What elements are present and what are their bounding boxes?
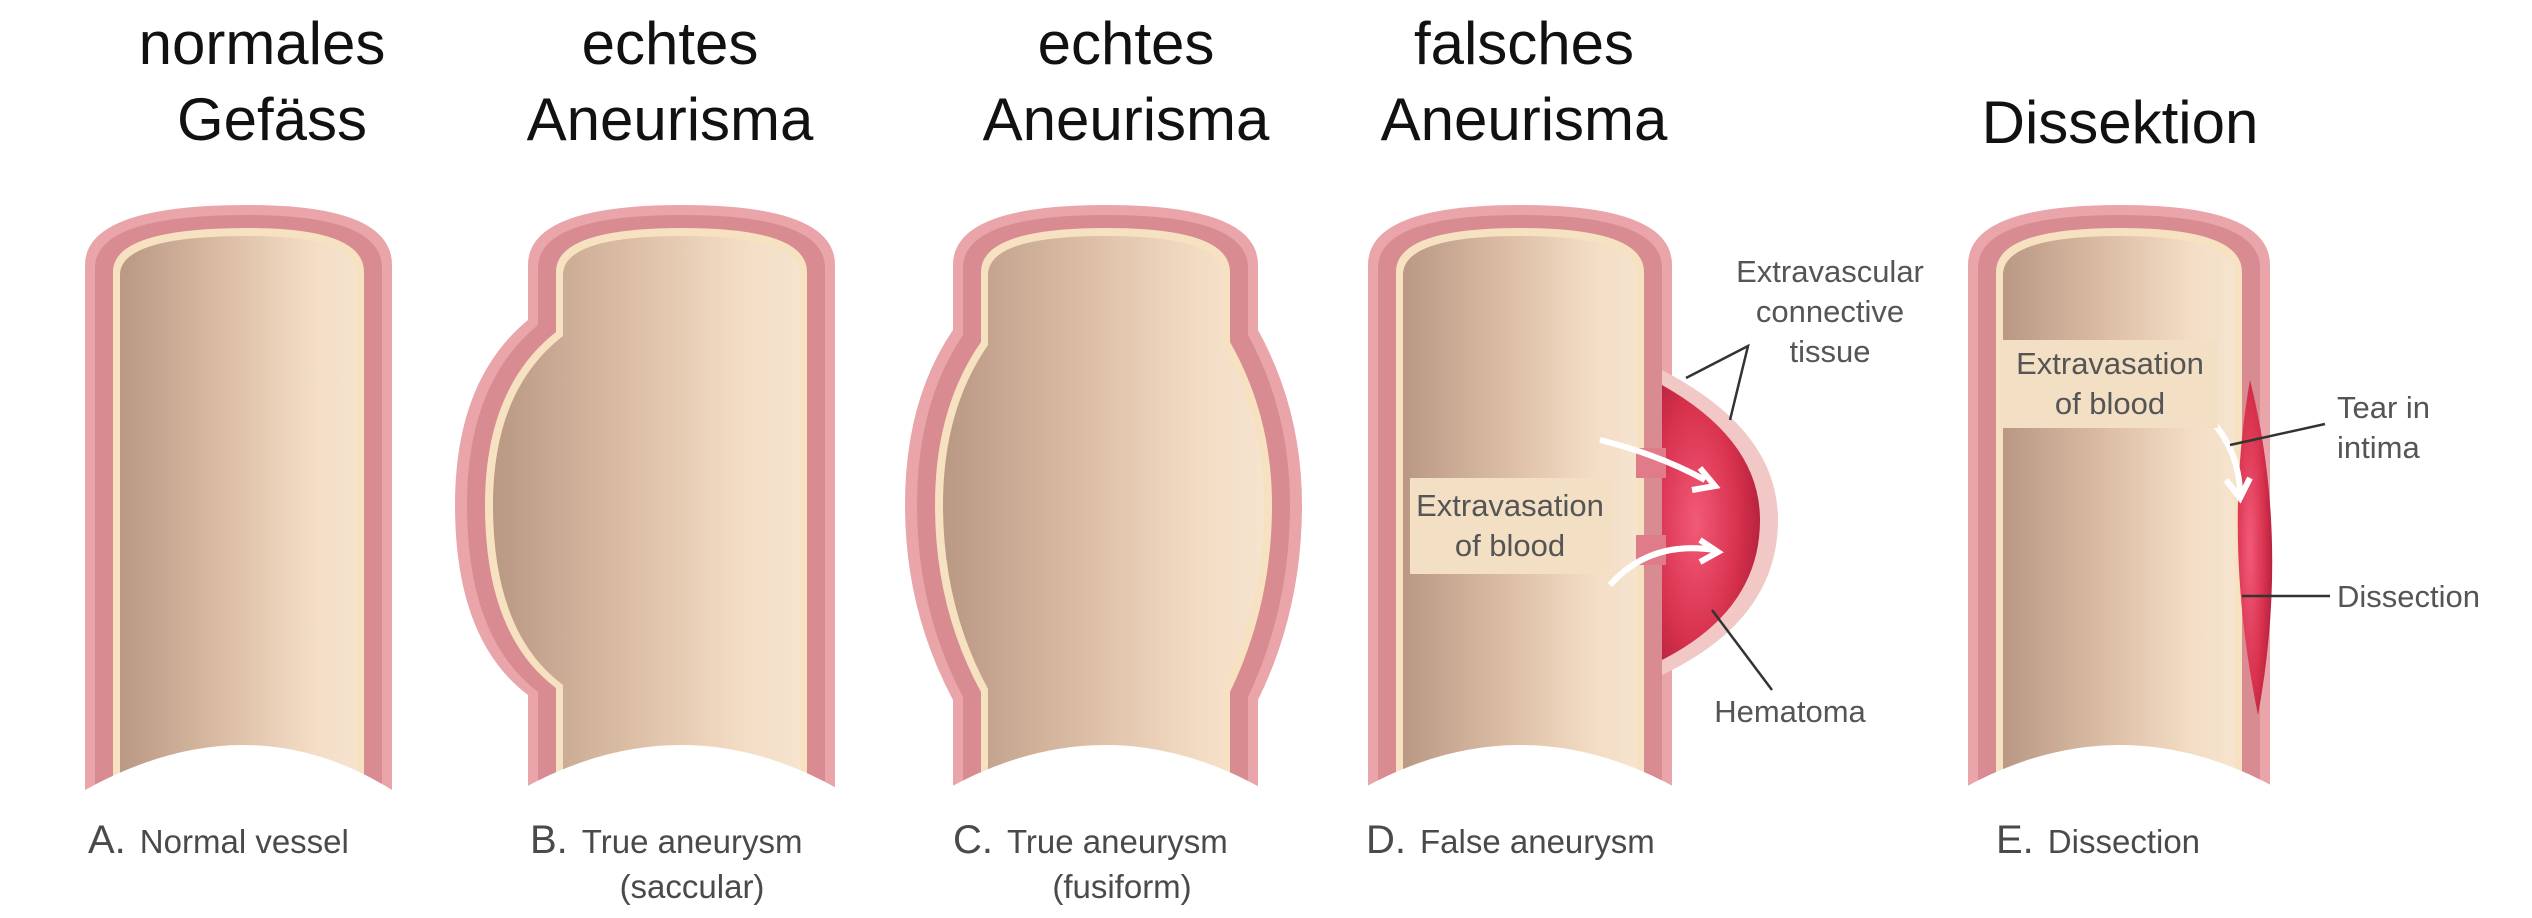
title-a-line1: normales <box>139 10 386 77</box>
vessel-e-bottom-cut <box>1960 745 2280 800</box>
label-d-connective-line3: tissue <box>1790 334 1871 369</box>
caption-a-text: Normal vessel <box>140 823 349 860</box>
vessel-d-blood-arrow-1 <box>1599 437 1707 483</box>
vessel-d-blood-arrow-1-head <box>1691 466 1721 493</box>
label-e-tear-line1: Tear in <box>2337 390 2430 425</box>
vessel-e-dissection <box>1960 205 2330 800</box>
label-d-connective-line1: Extravascular <box>1736 254 1924 289</box>
vessel-c-lumen <box>943 236 1264 790</box>
title-a-line2: Gefäss <box>177 86 367 153</box>
caption-e: E. Dissection <box>1996 818 2200 862</box>
vessel-e-tear-leader <box>2229 422 2326 447</box>
vessel-e-dissection-channel <box>2237 380 2273 715</box>
vessel-b-lumen <box>493 236 800 790</box>
caption-d-text: False aneurysm <box>1420 823 1655 860</box>
caption-b-letter: B. <box>530 818 568 862</box>
caption-c-letter: C. <box>953 818 993 862</box>
vessel-c-bottom-cut <box>945 745 1265 800</box>
caption-e-text: Dissection <box>2048 823 2200 860</box>
caption-a: A. Normal vessel <box>88 818 349 862</box>
label-d-extravasation-line2: of blood <box>1455 528 1565 563</box>
vessel-e-blood-arrow-head <box>2223 476 2253 504</box>
caption-d: D. False aneurysm <box>1366 818 1655 862</box>
caption-b: B. True aneurysm <box>530 818 802 862</box>
label-d-extravasation-line1: Extravasation <box>1416 488 1604 523</box>
label-e-tear-line2: intima <box>2337 430 2420 465</box>
label-d-hematoma: Hematoma <box>1714 694 1866 729</box>
title-b-line2: Aneurisma <box>527 86 814 153</box>
caption-b-sub: (saccular) <box>620 868 765 905</box>
title-c-line1: echtes <box>1038 10 1215 77</box>
title-d-line1: falsches <box>1414 10 1634 77</box>
vessel-e-lumen <box>2003 236 2235 790</box>
caption-e-letter: E. <box>1996 818 2034 862</box>
vessel-d-extravasation-box <box>1410 478 1610 574</box>
vessel-e-extravasation-box <box>2000 340 2218 428</box>
caption-d-letter: D. <box>1366 818 1406 862</box>
vessel-c-fusiform <box>905 205 1302 800</box>
vessel-a-lumen <box>120 236 357 790</box>
caption-c: C. True aneurysm <box>953 818 1228 862</box>
title-d-line2: Aneurisma <box>1381 86 1668 153</box>
vessel-b-saccular <box>455 205 840 800</box>
vessel-a-normal <box>85 205 392 800</box>
title-b-line1: echtes <box>582 10 759 77</box>
vessel-d-bottom-cut <box>1360 745 1680 800</box>
caption-c-sub: (fusiform) <box>1052 868 1191 905</box>
vessel-d-hematoma-leader <box>1711 609 1773 691</box>
vessel-d-hematoma <box>1662 385 1760 660</box>
label-e-dissection: Dissection <box>2337 579 2480 614</box>
title-e-line1: Dissektion <box>1982 89 2259 156</box>
caption-a-letter: A. <box>88 818 126 862</box>
caption-b-text: True aneurysm <box>582 823 803 860</box>
label-e-extravasation-line2: of blood <box>2055 386 2165 421</box>
title-c-line2: Aneurisma <box>983 86 1270 153</box>
vessel-d-false <box>1360 205 1778 800</box>
label-d-connective-line2: connective <box>1756 294 1904 329</box>
vessel-d-blood-arrow-2 <box>1607 545 1716 587</box>
vessel-d-blood-arrow-2-head <box>1698 537 1724 565</box>
vessel-a-bottom-cut <box>85 745 392 800</box>
label-e-extravasation-line1: Extravasation <box>2016 346 2204 381</box>
caption-c-text: True aneurysm <box>1007 823 1228 860</box>
vessel-d-connective-leader <box>1685 343 1750 421</box>
vessel-b-bottom-cut <box>520 745 840 800</box>
